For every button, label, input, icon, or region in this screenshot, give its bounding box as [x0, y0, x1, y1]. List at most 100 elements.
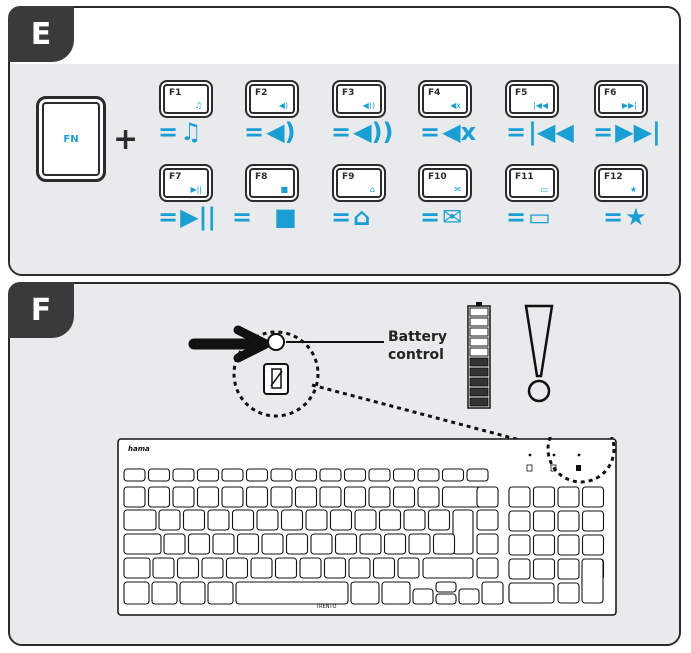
keyboard-key: [412, 588, 434, 605]
keyboard-key: [147, 468, 171, 482]
f2-key: F2◀): [245, 80, 299, 118]
keyboard-key: [557, 486, 580, 508]
keyboard-key: [532, 558, 556, 580]
keyboard-key: [581, 534, 605, 556]
f3-key: F3◀)): [332, 80, 386, 118]
keyboard-key: [508, 582, 555, 604]
keyboard-key: [432, 533, 456, 555]
keyboard-key: [392, 468, 416, 482]
keyboard-key: [427, 509, 451, 531]
keyboard-key: [163, 533, 186, 555]
keyboard-key: [172, 468, 195, 482]
keyboard-key: [261, 533, 284, 555]
keyboard-key: [476, 557, 499, 579]
keyboard-key: [294, 486, 318, 508]
keyboard-key: [250, 557, 273, 579]
f12-key-label: F12: [604, 172, 623, 182]
mail-icon: ✉: [454, 185, 461, 194]
keyboard-key: [557, 582, 580, 604]
keyboard-key: [481, 581, 504, 605]
keyboard-key: [123, 486, 146, 508]
keyboard-key: [176, 557, 200, 579]
keyboard-key: [532, 510, 556, 532]
keyboard-key: [508, 558, 531, 580]
keyboard-key: [372, 557, 396, 579]
keyboard-key: [417, 486, 440, 508]
f9-key: F9⌂: [332, 164, 386, 202]
keyboard-key: [581, 486, 605, 508]
f7-key-label: F7: [169, 172, 182, 182]
f12-result: =★: [603, 203, 647, 231]
keyboard-key: [152, 557, 175, 579]
f12-key: F12 ★: [594, 164, 648, 202]
keyboard-key: [158, 509, 181, 531]
f4-key-label: F4: [428, 88, 441, 98]
previous-track-icon: |◀◀: [528, 118, 574, 146]
keyboard-key: [123, 509, 157, 531]
keyboard-key: [123, 581, 150, 605]
keyboard-key: [397, 557, 420, 579]
f5-result: =|◀◀: [506, 118, 574, 146]
keyboard-key: [458, 588, 480, 605]
f11-key: F11 ▭: [505, 164, 559, 202]
keyboard-key: [274, 557, 298, 579]
f7-result: =▶||: [158, 203, 217, 231]
keyboard-key: [343, 468, 367, 482]
f8-key-label: F8: [255, 172, 268, 182]
keyboard-key: [476, 533, 499, 555]
warning-icon: [524, 304, 554, 378]
keyboard-model-label: TRENTO: [315, 604, 336, 610]
keyboard-key: [378, 509, 402, 531]
keyboard-key: [476, 486, 499, 508]
keyboard-key: [359, 533, 382, 555]
keyboard-key: [212, 533, 235, 555]
play-pause-icon: ▶||: [180, 203, 217, 231]
music-note-icon: ♫: [180, 118, 202, 146]
f6-result: =▶▶|: [593, 118, 661, 146]
f7-key: F7▶||: [159, 164, 213, 202]
volume-down-icon: ◀): [278, 101, 288, 110]
keyboard-key: [235, 581, 349, 605]
f1-key: F1♫: [159, 80, 213, 118]
f10-key: F10✉: [418, 164, 472, 202]
keyboard-key: [408, 533, 431, 555]
keyboard-key: [256, 509, 279, 531]
keyboard-key: [245, 468, 269, 482]
f9-result: =⌂: [331, 203, 371, 231]
f8-result: =■: [232, 203, 297, 231]
keyboard-key: [508, 510, 531, 532]
keyboard-key: [329, 509, 353, 531]
keyboard-key: [221, 468, 244, 482]
f11-result: =▭: [506, 203, 551, 231]
led-indicator: [267, 333, 285, 351]
keyboard-key: [354, 509, 377, 531]
keyboard-key: [123, 533, 162, 555]
keyboard-key: [348, 557, 371, 579]
keyboard-key: [368, 468, 391, 482]
keyboard-key: [151, 581, 178, 605]
keyboard-key: [319, 468, 342, 482]
keyboard-key: [323, 557, 347, 579]
volume-down-icon: ◀): [266, 118, 296, 146]
keyboard-key: [581, 558, 604, 604]
keyboard-key: [270, 486, 293, 508]
keyboard-key: [508, 486, 531, 508]
volume-up-icon: ◀)): [362, 101, 375, 110]
battery-level-icon: [467, 305, 491, 409]
keyboard-key: [310, 533, 333, 555]
favorites-folder-icon: ★: [629, 185, 637, 194]
keyboard-key: [172, 486, 195, 508]
section-f-label: F: [8, 282, 74, 338]
f11-key-label: F11: [515, 172, 534, 182]
f4-result: =◀x: [420, 118, 477, 146]
fn-key-label: FN: [63, 133, 79, 145]
computer-icon: ▭: [540, 185, 548, 194]
volume-up-icon: ◀)): [353, 118, 394, 146]
f8-key: F8■: [245, 164, 299, 202]
keyboard-key: [221, 486, 244, 508]
keyboard-key: [182, 509, 206, 531]
f9-key-label: F9: [342, 172, 355, 182]
f6-key: F6▶▶|: [594, 80, 648, 118]
battery-control-label: Battery control: [388, 329, 448, 363]
keyboard-key: [417, 468, 440, 482]
